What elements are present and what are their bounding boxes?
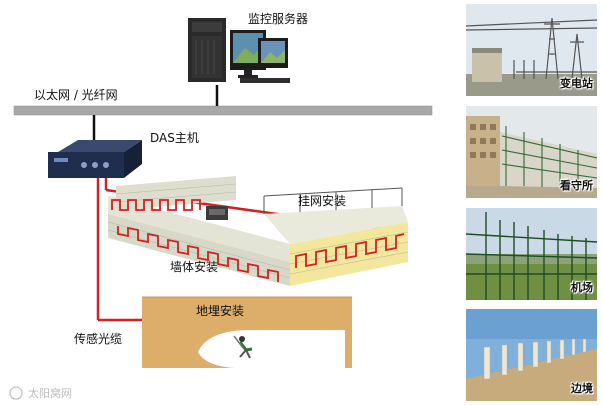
das-label: DAS主机 bbox=[150, 131, 199, 145]
das-host-device-icon bbox=[48, 140, 142, 178]
photo-caption-airport: 机场 bbox=[571, 279, 593, 295]
photo-caption-detention-center: 看守所 bbox=[560, 177, 593, 193]
photo-caption-substation: 变电站 bbox=[560, 75, 593, 91]
system-diagram: 监控服务器 以太网 / 光纤网 DAS主机 挂网安装 墙体安装 地埋安装 传感光… bbox=[0, 0, 460, 405]
server-computer-icon bbox=[188, 18, 290, 83]
cable-label: 传感光缆 bbox=[74, 331, 122, 346]
photo-caption-border: 边境 bbox=[571, 380, 593, 396]
photo-border: 边境 bbox=[466, 309, 597, 401]
watermark-text: 太阳窝网 bbox=[28, 386, 72, 400]
server-label: 监控服务器 bbox=[248, 11, 308, 26]
wall-label: 墙体安装 bbox=[170, 259, 218, 274]
fence-mesh-label: 挂网安装 bbox=[298, 193, 346, 208]
buried-label: 地埋安装 bbox=[196, 303, 244, 318]
photo-detention-center: 看守所 bbox=[466, 106, 597, 198]
wall-fence-structure bbox=[108, 176, 408, 286]
photo-substation: 变电站 bbox=[466, 4, 597, 96]
network-label: 以太网 / 光纤网 bbox=[34, 87, 118, 102]
watermark-logo-icon bbox=[10, 387, 22, 399]
buried-soil-section bbox=[142, 297, 352, 368]
network-bar bbox=[14, 106, 432, 115]
photo-airport: 机场 bbox=[466, 208, 597, 300]
